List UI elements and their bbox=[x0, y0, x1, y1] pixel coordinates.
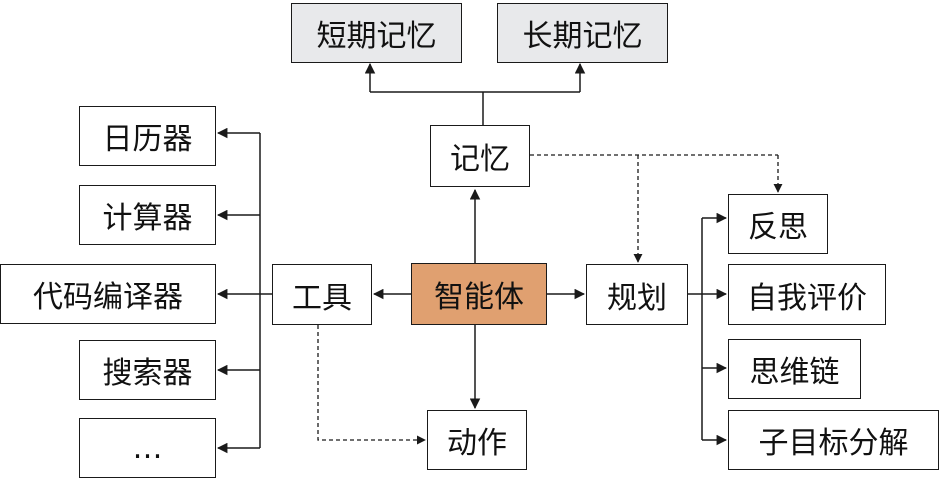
action-box: 动作 bbox=[427, 410, 527, 470]
short-term-memory-box: 短期记忆 bbox=[291, 3, 462, 63]
agent-box: 智能体 bbox=[411, 263, 547, 325]
plan-subgoal-box: 子目标分解 bbox=[728, 410, 939, 470]
tool-calendar-box: 日历器 bbox=[79, 106, 216, 166]
planning-box: 规划 bbox=[586, 264, 688, 325]
memory-box: 记忆 bbox=[430, 125, 530, 187]
plan-cot-box: 思维链 bbox=[728, 339, 861, 399]
tool-calculator-box: 计算器 bbox=[79, 185, 216, 245]
plan-self-eval-box: 自我评价 bbox=[728, 264, 886, 325]
long-term-memory-box: 长期记忆 bbox=[497, 3, 668, 63]
dashed-arrow-tools-action bbox=[317, 325, 426, 445]
tools-box: 工具 bbox=[272, 264, 372, 325]
tool-compiler-box: 代码编译器 bbox=[0, 264, 216, 324]
plan-reflection-box: 反思 bbox=[728, 194, 828, 254]
tool-search-box: 搜索器 bbox=[79, 340, 216, 400]
tool-more-box: … bbox=[79, 418, 216, 478]
